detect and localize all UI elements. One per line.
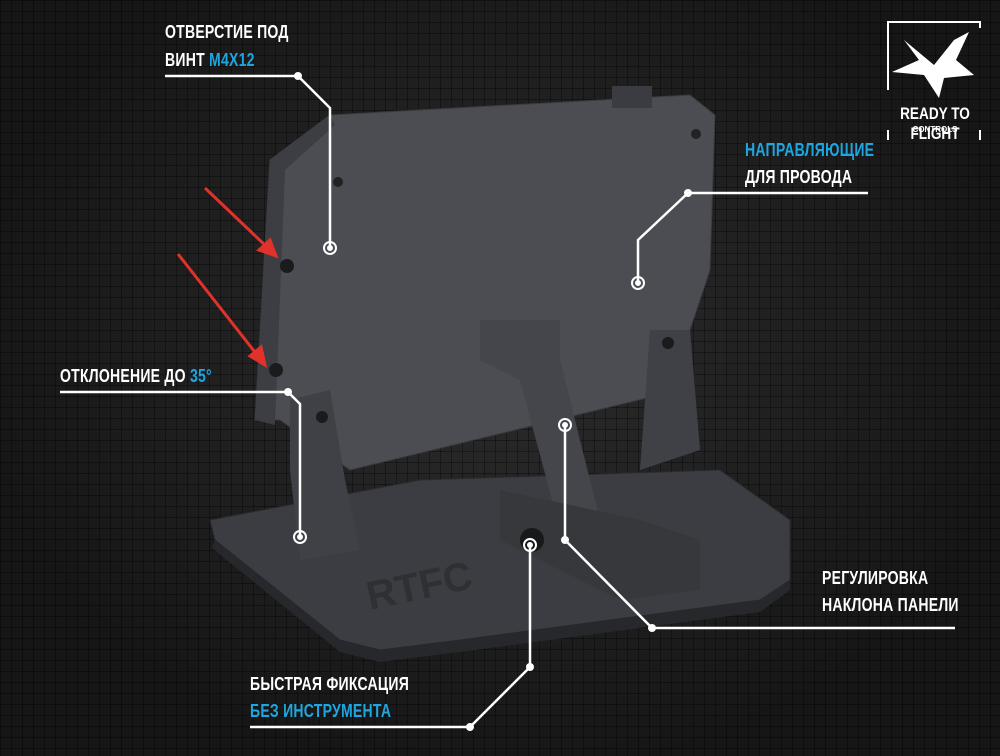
screw-size: М4Х12 — [209, 50, 255, 70]
logo-subtitle: CONTROLS — [912, 125, 958, 134]
quick-lock-label-line2: БЕЗ ИНСТРУМЕНТА — [250, 701, 392, 721]
cable-guides-label-line2: ДЛЯ ПРОВОДА — [745, 167, 853, 187]
jet-logo-icon — [887, 21, 981, 140]
tilt-label: ОТКЛОНЕНИЕ ДО 35° — [60, 366, 212, 387]
callout-line-screw-hole — [165, 74, 332, 248]
screw-hole-label-line1: ОТВЕРСТИЕ ПОД — [165, 22, 289, 42]
callout-line-quick-lock — [250, 545, 532, 729]
tilt-prefix: ОТКЛОНЕНИЕ ДО — [60, 366, 190, 386]
screw-hole-label-line2: ВИНТ М4Х12 — [165, 50, 255, 71]
quick-lock-label-line1: БЫСТРАЯ ФИКСАЦИЯ — [250, 674, 410, 694]
tilt-adjust-label-line2: НАКЛОНА ПАНЕЛИ — [822, 595, 959, 615]
tilt-angle: 35° — [189, 366, 212, 386]
red-arrow-icon — [203, 186, 279, 259]
callout-line-tilt-adjust — [563, 425, 955, 630]
logo-title: READY TO FLIGHT — [900, 104, 970, 143]
tilt-adjust-label-line1: РЕГУЛИРОВКА — [822, 568, 929, 588]
callout-line-tilt — [60, 390, 302, 537]
screw-hole-prefix: ВИНТ — [165, 50, 210, 70]
target-marker-icon — [293, 241, 645, 552]
callout-line-cable-guides — [636, 191, 868, 283]
red-arrow-icon — [176, 253, 268, 369]
cable-guides-label-line1: НАПРАВЛЯЮЩИЕ — [745, 140, 875, 160]
